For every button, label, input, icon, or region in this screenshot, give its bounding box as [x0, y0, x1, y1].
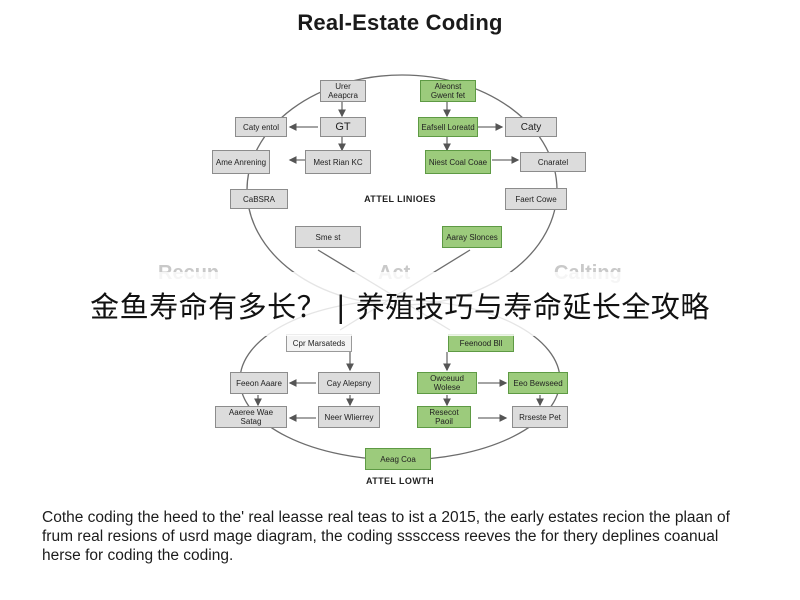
node-l-row7-b: Cay Alepsny — [318, 372, 380, 394]
banner-text: 金鱼寿命有多长？ | 养殖技巧与寿命延长全攻略 — [90, 290, 710, 324]
node-l-row2-a: Caty entol — [235, 117, 287, 137]
node-r-row8-a: Resecot Paoil — [417, 406, 471, 428]
node-r-row5: Aaray Slonces — [442, 226, 502, 248]
caption-text: Cothe coding the heed to the' real leass… — [42, 509, 730, 564]
banner-backdrop — [0, 272, 800, 336]
upper-center-label: ATTEL LINIOES — [364, 194, 436, 204]
node-r-row2-b: Caty — [505, 117, 557, 137]
node-r-mid-header: Feenood Bll — [448, 334, 514, 352]
node-l-row5: Sme st — [295, 226, 361, 248]
node-r-row8-b: Rrseste Pet — [512, 406, 568, 428]
lower-center-label: ATTEL LOWTH — [365, 476, 435, 486]
node-r-row4: Faert Cowe — [505, 188, 567, 210]
node-r-row7-b: Eeo Bewseed — [508, 372, 568, 394]
node-l-row2-b: GT — [320, 117, 366, 137]
node-top-left: Urer Aeapcra — [320, 80, 366, 102]
node-r-row3-a: Niest Coal Coae — [425, 150, 491, 174]
node-l-row8-b: Neer Wlierrey — [318, 406, 380, 428]
node-bottom: Aeag Coa — [365, 448, 431, 470]
node-l-row3-a: Ame Anrening — [212, 150, 270, 174]
node-r-row2-a: Eafsell Loreatd — [418, 117, 478, 137]
node-l-row4: CaBSRA — [230, 189, 288, 209]
node-r-row3-b: Cnaratel — [520, 152, 586, 172]
node-l-row8-a: Aaeree Wae Satag — [215, 406, 287, 428]
node-l-mid-header: Cpr Marsateds — [286, 334, 352, 352]
node-l-row7-a: Feeon Aaare — [230, 372, 288, 394]
node-top-right: Aleonst Gwent fet — [420, 80, 476, 102]
node-l-row3-b: Mest Rian KC — [305, 150, 371, 174]
node-r-row7-a: Owceuud Wolese — [417, 372, 477, 394]
diagram-title: Real-Estate Coding — [297, 10, 503, 35]
